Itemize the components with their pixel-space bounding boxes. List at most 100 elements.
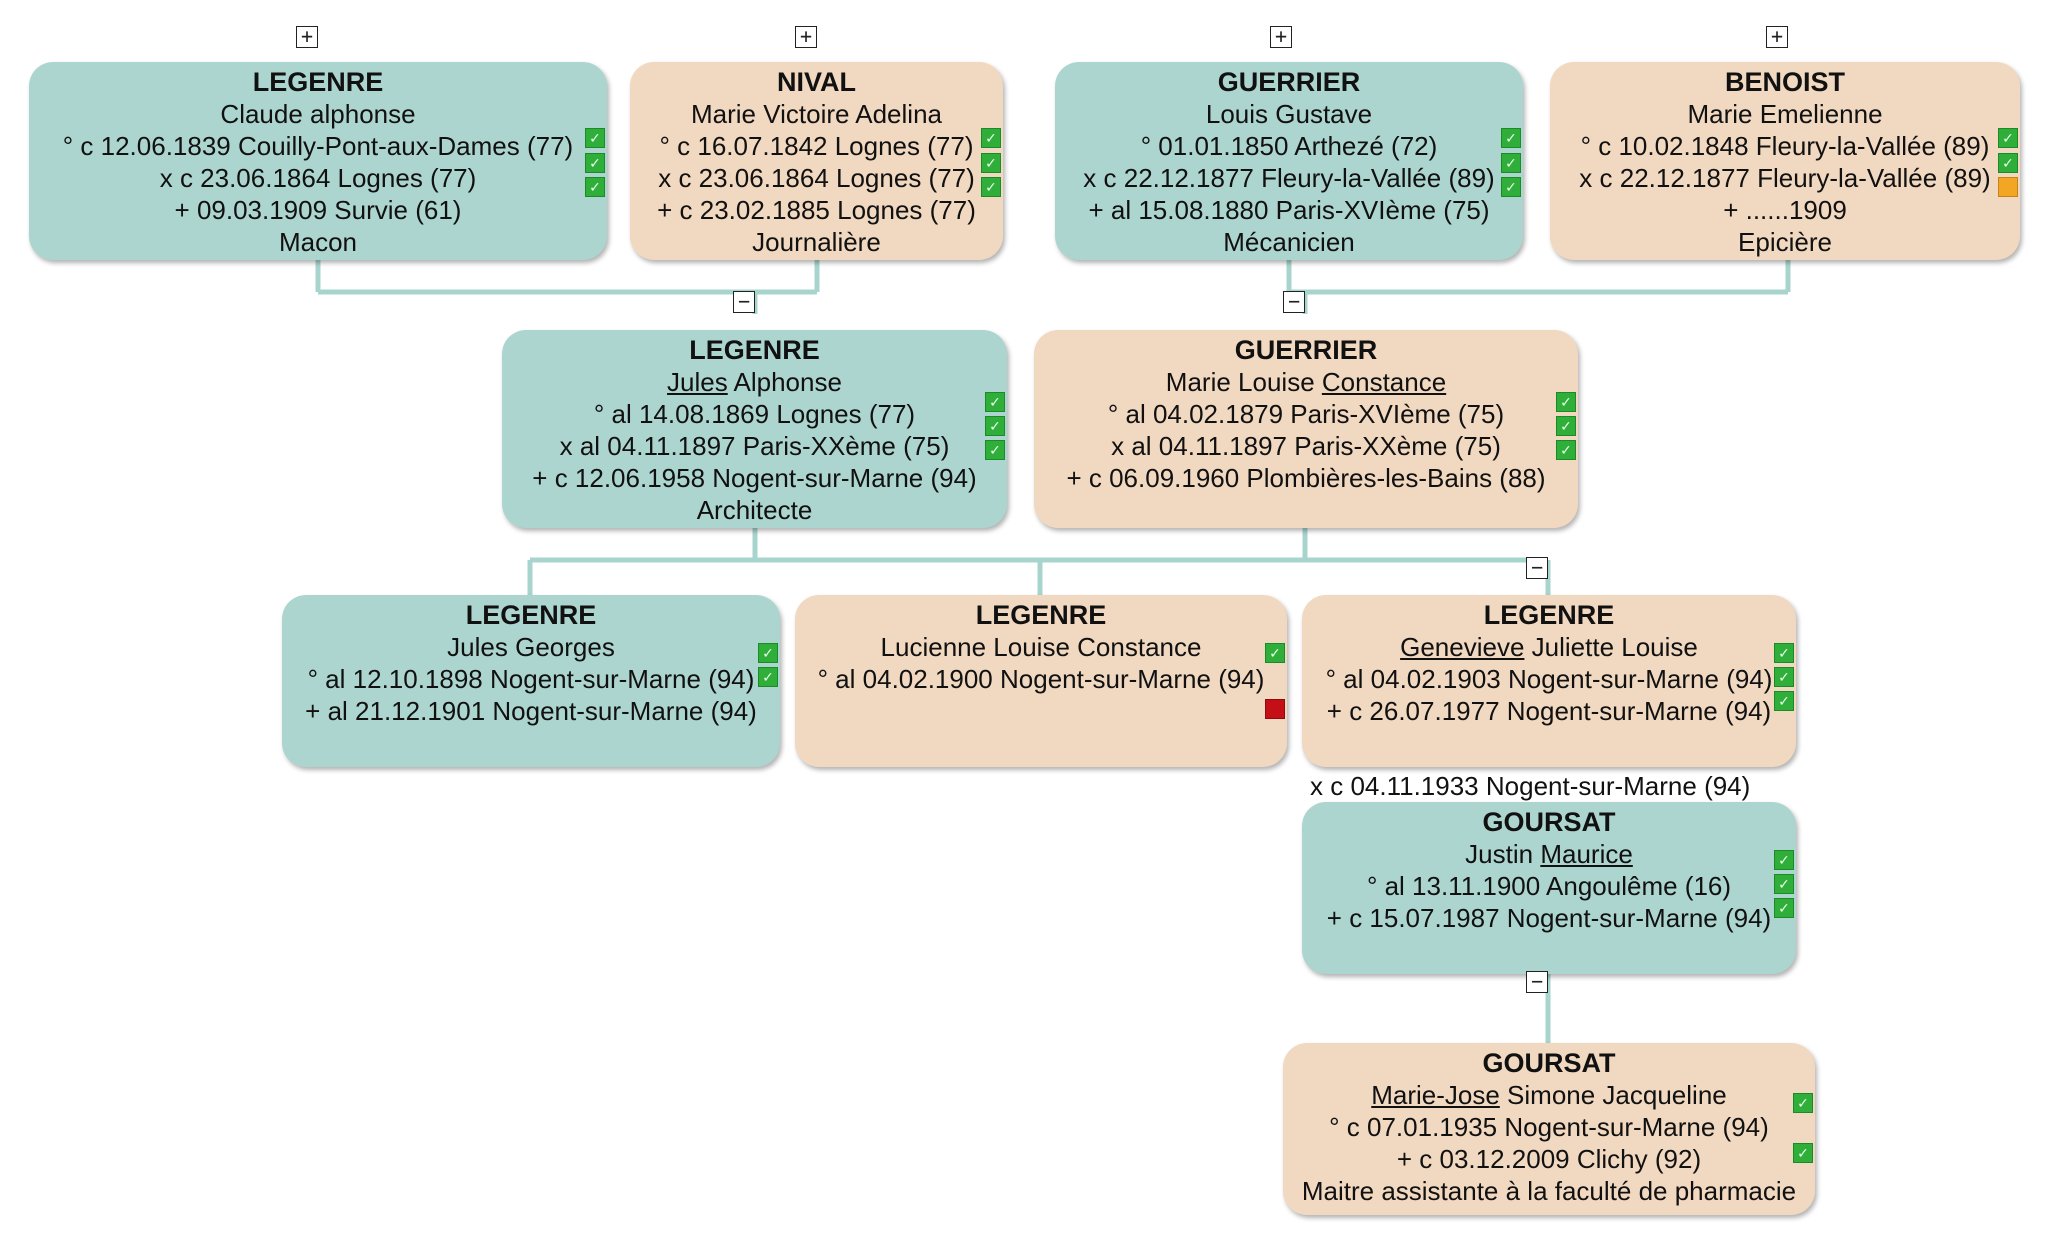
event-line: + al 21.12.1901 Nogent-sur-Marne (94) bbox=[305, 696, 757, 726]
check-icon: ✓ bbox=[1501, 177, 1521, 197]
event-line: + c 06.09.1960 Plombières-les-Bains (88) bbox=[1066, 463, 1546, 493]
collapse-toggle-minus-icon[interactable]: − bbox=[1526, 971, 1548, 993]
check-icon: ✓ bbox=[1774, 667, 1794, 687]
given-name-part: Simone Jacqueline bbox=[1499, 1080, 1727, 1110]
collapse-toggle-minus-icon[interactable]: − bbox=[1526, 557, 1548, 579]
check-icon: ✓ bbox=[1556, 440, 1576, 460]
check-icon: ✓ bbox=[758, 667, 778, 687]
check-icon: ✓ bbox=[585, 177, 605, 197]
usual-given-name: Maurice bbox=[1540, 839, 1633, 869]
check-icon: ✓ bbox=[981, 153, 1001, 173]
expand-toggle-plus-icon[interactable]: + bbox=[795, 26, 817, 48]
check-icon: ✓ bbox=[981, 177, 1001, 197]
given-name-part: Alphonse bbox=[727, 367, 842, 397]
surname: LEGENRE bbox=[252, 67, 384, 97]
surname: LEGENRE bbox=[1483, 600, 1615, 630]
check-icon: ✓ bbox=[1774, 898, 1794, 918]
event-line: ° c 16.07.1842 Lognes (77) bbox=[659, 131, 974, 161]
surname: NIVAL bbox=[777, 67, 856, 97]
expand-toggle-plus-icon[interactable]: + bbox=[296, 26, 318, 48]
collapse-toggle-minus-icon[interactable]: − bbox=[733, 291, 755, 313]
event-line: + c 23.02.1885 Lognes (77) bbox=[657, 195, 976, 225]
event-line: Epicière bbox=[1738, 227, 1832, 257]
given-names: Justin Maurice bbox=[1316, 838, 1782, 870]
given-names: Marie-Jose Simone Jacqueline bbox=[1297, 1079, 1801, 1111]
surname: LEGENRE bbox=[689, 335, 820, 365]
event-line: x al 04.11.1897 Paris-XXème (75) bbox=[1111, 431, 1501, 461]
check-icon: ✓ bbox=[1265, 643, 1285, 663]
event-line: + al 15.08.1880 Paris-XVIème (75) bbox=[1088, 195, 1490, 225]
check-icon: ✓ bbox=[985, 440, 1005, 460]
check-icon: ✓ bbox=[585, 153, 605, 173]
given-names: Louis Gustave bbox=[1069, 98, 1509, 130]
expand-toggle-plus-icon[interactable]: + bbox=[1766, 26, 1788, 48]
event-line: x c 22.12.1877 Fleury-la-Vallée (89) bbox=[1083, 163, 1495, 193]
event-line: Maitre assistante à la faculté de pharma… bbox=[1301, 1176, 1797, 1206]
given-name-part: Marie Victoire Adelina bbox=[691, 99, 942, 129]
given-name-part: Marie Louise bbox=[1165, 367, 1322, 397]
check-icon: ✓ bbox=[985, 392, 1005, 412]
event-line: ° al 12.10.1898 Nogent-sur-Marne (94) bbox=[307, 664, 755, 694]
usual-given-name: Jules bbox=[667, 367, 728, 397]
given-name-part: Justin bbox=[1465, 839, 1541, 869]
given-names: Jules Alphonse bbox=[516, 366, 993, 398]
event-line: Macon bbox=[278, 227, 358, 257]
check-icon: ✓ bbox=[1793, 1143, 1813, 1163]
event-line: ° al 13.11.1900 Angoulême (16) bbox=[1366, 871, 1732, 901]
check-icon: ✓ bbox=[1998, 128, 2018, 148]
given-names: Claude alphonse bbox=[43, 98, 593, 130]
check-icon: ✓ bbox=[1998, 153, 2018, 173]
event-line: Architecte bbox=[696, 495, 813, 525]
surname: GOURSAT bbox=[1482, 807, 1616, 837]
check-icon: ✓ bbox=[758, 643, 778, 663]
given-name-part: Lucienne Louise Constance bbox=[880, 632, 1202, 662]
event-line: x al 04.11.1897 Paris-XXème (75) bbox=[559, 431, 950, 461]
collapse-toggle-minus-icon[interactable]: − bbox=[1283, 291, 1305, 313]
given-names: Marie Victoire Adelina bbox=[644, 98, 989, 130]
check-icon: ✓ bbox=[1501, 153, 1521, 173]
event-line: ° al 04.02.1903 Nogent-sur-Marne (94) bbox=[1325, 664, 1773, 694]
event-line: + c 15.07.1987 Nogent-sur-Marne (94) bbox=[1326, 903, 1772, 933]
usual-given-name: Marie-Jose bbox=[1371, 1080, 1500, 1110]
event-line: + 09.03.1909 Survie (61) bbox=[174, 195, 462, 225]
surname: GUERRIER bbox=[1234, 335, 1378, 365]
event-line: + c 26.07.1977 Nogent-sur-Marne (94) bbox=[1326, 696, 1772, 726]
given-name-part: Louis Gustave bbox=[1205, 99, 1373, 129]
event-line: Journalière bbox=[752, 227, 881, 257]
check-icon: ✓ bbox=[1774, 850, 1794, 870]
surname: GUERRIER bbox=[1217, 67, 1361, 97]
given-name-part: Juliette Louise bbox=[1524, 632, 1698, 662]
given-names: Lucienne Louise Constance bbox=[809, 631, 1273, 663]
check-icon: ✓ bbox=[1774, 691, 1794, 711]
expand-toggle-plus-icon[interactable]: + bbox=[1270, 26, 1292, 48]
check-icon: ✓ bbox=[1774, 643, 1794, 663]
check-icon: ✓ bbox=[1774, 874, 1794, 894]
event-line: ° c 12.06.1839 Couilly-Pont-aux-Dames (7… bbox=[62, 131, 574, 161]
given-name-part: Marie Emelienne bbox=[1687, 99, 1883, 129]
event-line: Mécanicien bbox=[1223, 227, 1355, 257]
check-icon: ✓ bbox=[1501, 128, 1521, 148]
check-icon: ✓ bbox=[1793, 1093, 1813, 1113]
marriage-note: x c 04.11.1933 Nogent-sur-Marne (94) bbox=[1310, 771, 1751, 801]
event-line: + c 03.12.2009 Clichy (92) bbox=[1396, 1144, 1702, 1174]
given-name-part: Claude alphonse bbox=[220, 99, 416, 129]
event-line: + ......1909 bbox=[1723, 195, 1847, 225]
event-line: ° al 04.02.1900 Nogent-sur-Marne (94) bbox=[817, 664, 1265, 694]
surname: LEGENRE bbox=[975, 600, 1107, 630]
event-line: ° al 04.02.1879 Paris-XVIème (75) bbox=[1107, 399, 1505, 429]
surname: BENOIST bbox=[1724, 67, 1845, 97]
check-icon: ✓ bbox=[985, 416, 1005, 436]
event-line: + c 12.06.1958 Nogent-sur-Marne (94) bbox=[532, 463, 977, 493]
given-names: Marie Emelienne bbox=[1564, 98, 2006, 130]
